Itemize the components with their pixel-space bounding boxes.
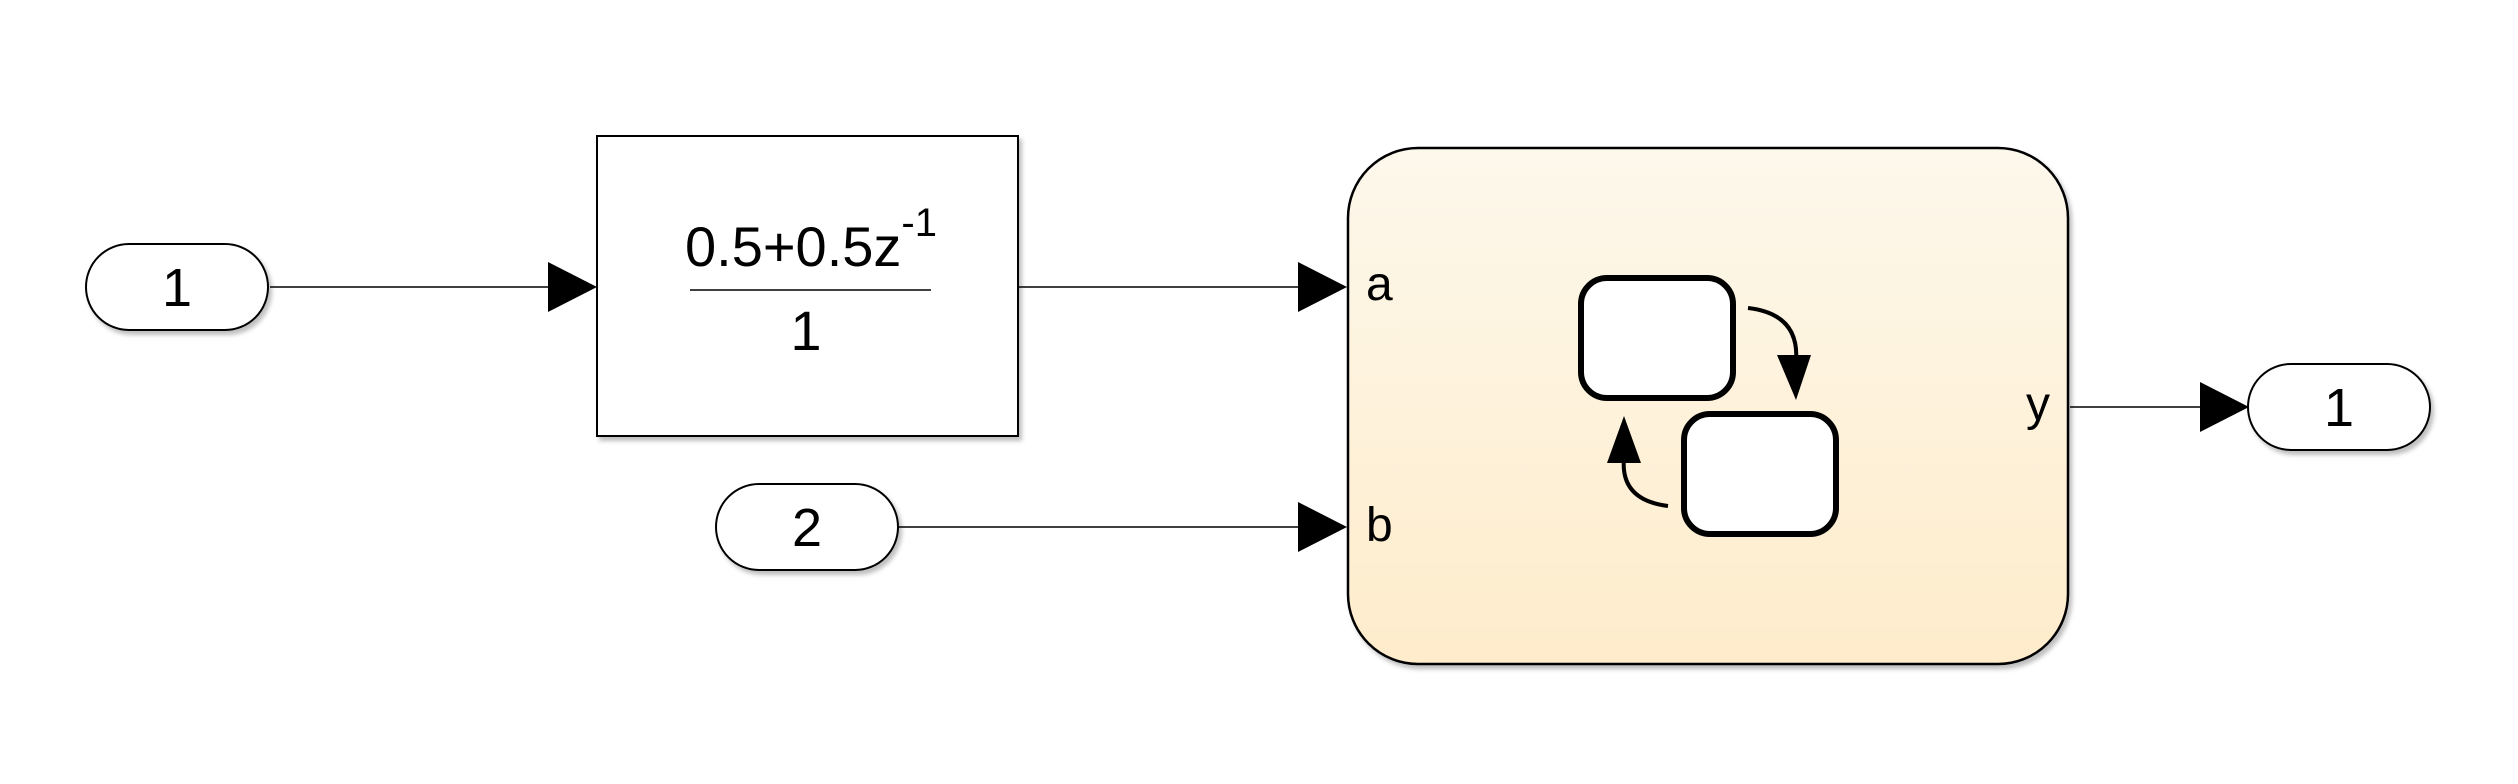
chart-icon-state-1: [1578, 275, 1736, 401]
transfer-fcn-denominator: 1: [790, 299, 821, 362]
inport-1-number: 1: [162, 258, 192, 318]
outport-block-1[interactable]: 1: [2247, 363, 2431, 451]
inport-block-1[interactable]: 1: [85, 243, 269, 331]
stateflow-chart-icon: [1578, 275, 1839, 537]
chart-icon-transition-down: [1747, 306, 1799, 363]
chart-icon-state-2: [1681, 411, 1839, 537]
chart-output-label-y: y: [2026, 378, 2050, 431]
outport-1-number: 1: [2324, 378, 2354, 438]
inport-block-2[interactable]: 2: [715, 483, 899, 571]
arrowhead-tf-input: [548, 262, 597, 312]
chart-input-label-a: a: [1366, 258, 1393, 311]
arrowhead-chart-input-a: [1298, 262, 1347, 312]
chart-icon-transition-down-arrow: [1777, 355, 1811, 400]
arrowhead-outport-1: [2200, 382, 2249, 432]
arrowhead-chart-input-b: [1298, 502, 1347, 552]
stateflow-chart-block[interactable]: [1346, 146, 2070, 666]
signal-lines: [270, 262, 2249, 552]
transfer-fcn-numerator: 0.5+0.5z-1: [685, 201, 937, 278]
inport-2-number: 2: [792, 498, 822, 558]
chart-input-label-b: b: [1366, 499, 1393, 552]
chart-icon-transition-up-arrow: [1607, 416, 1641, 463]
discrete-transfer-fcn-block[interactable]: [596, 135, 1019, 437]
chart-icon-transition-up: [1621, 457, 1669, 508]
